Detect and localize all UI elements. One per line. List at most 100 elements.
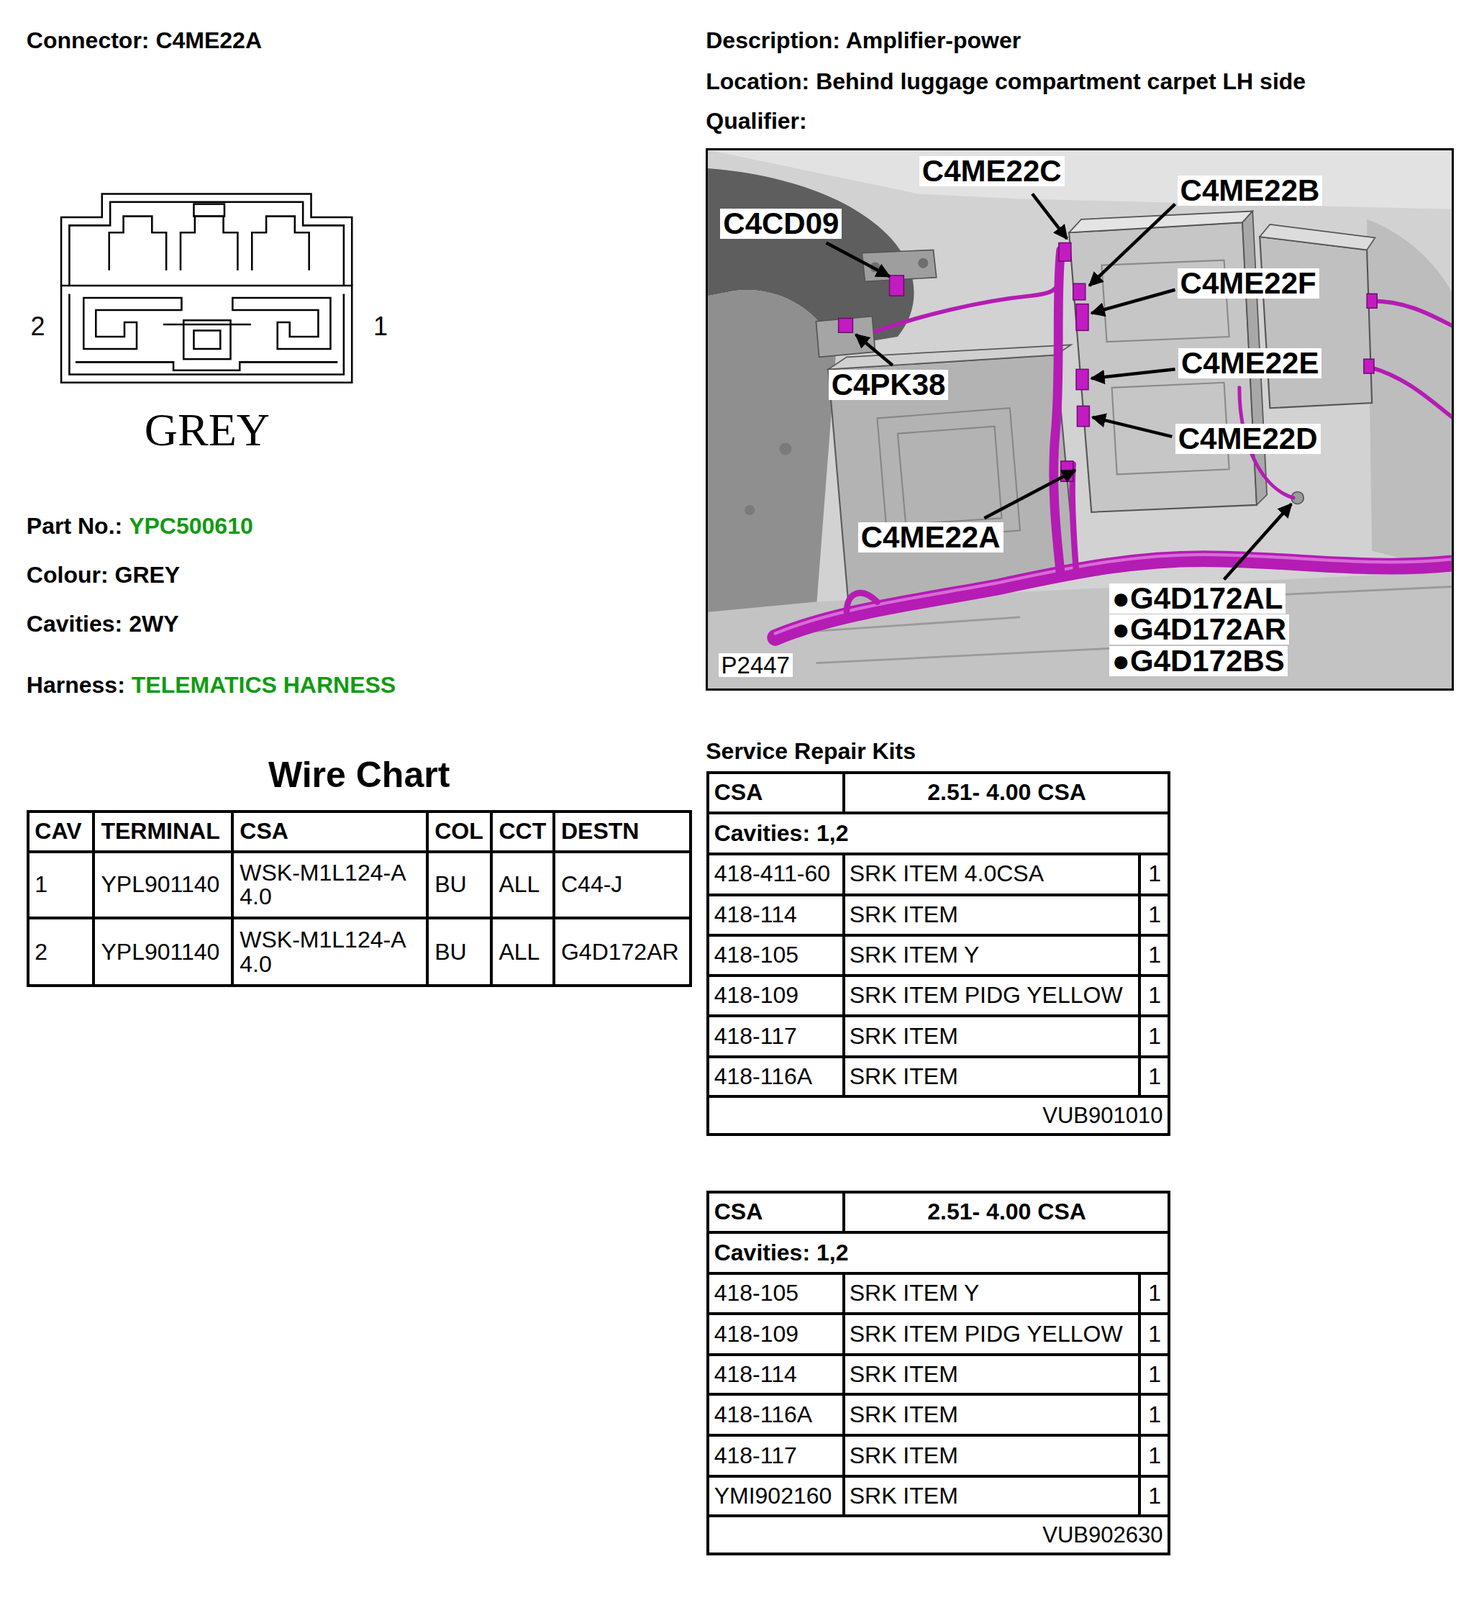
- table-cell: 1: [1139, 935, 1171, 975]
- table-cell-text: BU: [434, 872, 467, 898]
- table-cell-text: 418-117: [714, 1024, 798, 1049]
- leader-arrow: [826, 242, 890, 277]
- table-cell: WSK-M1L124-A 4.0: [232, 851, 428, 918]
- table-cell: CAV: [27, 810, 94, 852]
- leader-arrow: [1089, 204, 1175, 286]
- leader-arrow: [1092, 417, 1173, 437]
- table-cell-text: 1: [34, 872, 48, 898]
- table-cell: SRK ITEM: [843, 1476, 1140, 1516]
- table-cell-text: SRK ITEM: [849, 902, 959, 928]
- callout-label: C4ME22A: [858, 522, 1004, 553]
- table-cell-text: SRK ITEM PIDG YELLOW: [849, 983, 1123, 1008]
- connector-face-drawing: [69, 293, 344, 375]
- location-photo: [815, 316, 875, 358]
- table-cell: COL: [427, 810, 492, 852]
- table-cell: 418-114: [707, 894, 844, 936]
- connector-body: [1058, 242, 1072, 262]
- table-cell-text: 1: [1148, 983, 1162, 1008]
- pin-number: 2: [30, 312, 46, 341]
- table-cell-text: SRK ITEM Y: [849, 1281, 980, 1306]
- callout-label: C4ME22D: [1175, 423, 1321, 454]
- table-cell-text: 418-109: [714, 1322, 799, 1347]
- table-cell: SRK ITEM: [843, 1056, 1140, 1097]
- table-cell: 418-117: [707, 1015, 844, 1057]
- field-text: Colour: GREY: [26, 562, 180, 588]
- table-cell: 418-109: [707, 1313, 844, 1355]
- table-cell: SRK ITEM PIDG YELLOW: [843, 975, 1140, 1017]
- table-cell-text: 2.51- 4.00 CSA: [927, 780, 1087, 805]
- leader-arrow: [826, 193, 1292, 580]
- table-cell: 1: [1139, 1354, 1171, 1395]
- table-cell: G4D172AR: [553, 917, 692, 987]
- location-photo: [707, 289, 837, 653]
- leader-arrow: [1091, 289, 1175, 314]
- connector-body: [1076, 405, 1090, 426]
- table-cell-text: YPL901140: [100, 872, 220, 898]
- table-cell: 1: [1139, 1476, 1171, 1516]
- field-text: Cavities: 2WY: [26, 611, 180, 637]
- connector-face-drawing: [251, 216, 309, 271]
- table-cell-text: 1: [1148, 1281, 1162, 1306]
- location-photo: [779, 442, 792, 455]
- table-cell: CCT: [491, 810, 554, 852]
- table-cell-text: 418-117: [714, 1443, 798, 1469]
- table-cell-text: ALL: [498, 872, 540, 898]
- table-cell: VUB902630: [707, 1515, 1171, 1555]
- callout-label: C4ME22C: [919, 156, 1065, 187]
- table-cell-text: 1: [1148, 943, 1162, 968]
- table-cell-text: 418-105: [714, 1281, 799, 1306]
- table-cell: SRK ITEM PIDG YELLOW: [843, 1313, 1140, 1355]
- callout-label: C4ME22E: [1178, 348, 1322, 379]
- callout-label: C4PK38: [828, 369, 949, 400]
- table-cell-text: 1: [1148, 1064, 1162, 1090]
- table-cell: 418-105: [707, 935, 844, 975]
- table-cell-text: 418-105: [714, 943, 799, 968]
- connector-body: [889, 275, 904, 296]
- photo-frame: C4ME22CC4ME22BC4CD09C4ME22FC4PK38C4ME22E…: [705, 148, 1454, 691]
- table-cell: CSA: [232, 810, 428, 852]
- wiring-harness: [1371, 300, 1452, 326]
- table-cell-text: 1: [1148, 1443, 1162, 1469]
- table-cell-text: 418-109: [714, 983, 799, 1008]
- connector-face-drawing: [61, 285, 352, 383]
- table-cell: ALL: [491, 917, 554, 987]
- leader-arrow: [1032, 193, 1067, 239]
- table-cell: SRK ITEM Y: [843, 1273, 1140, 1315]
- table-cell-text: Cavities: 1,2: [714, 821, 849, 846]
- table-cell-text: 2.51- 4.00 CSA: [927, 1199, 1087, 1225]
- table-cell-text: SRK ITEM: [849, 1362, 959, 1387]
- wiring-harness: [875, 275, 1062, 332]
- callout-label: C4CD09: [720, 208, 842, 239]
- table-cell-text: 1: [1148, 1322, 1162, 1347]
- description-text: Description: Amplifier-power: [705, 28, 1021, 54]
- section-title: Service Repair Kits: [705, 738, 916, 764]
- connector-heading: Connector: C4ME22A: [26, 28, 262, 54]
- table-cell-text: SRK ITEM: [849, 1402, 959, 1428]
- table-cell-text: TERMINAL: [100, 819, 220, 844]
- table-cell-text: SRK ITEM Y: [849, 943, 980, 968]
- connector-body: [838, 317, 854, 333]
- table-cell: DESTN: [553, 810, 692, 852]
- table-cell: YPL901140: [93, 917, 233, 987]
- location-photo: [917, 258, 928, 269]
- table-cell: SRK ITEM Y: [843, 935, 1140, 975]
- callout-label: ●G4D172BS: [1109, 645, 1288, 677]
- table-cell: SRK ITEM: [843, 894, 1140, 936]
- table-cell: SRK ITEM: [843, 1435, 1140, 1477]
- connector-face-drawing: [232, 297, 331, 349]
- wiring-harness: [846, 592, 878, 613]
- table-cell: 1: [27, 851, 94, 918]
- leader-arrow: [1224, 503, 1292, 580]
- table-cell-text: 418-116A: [714, 1064, 813, 1090]
- table-cell: 418-116A: [707, 1394, 844, 1436]
- connector-body: [1363, 358, 1374, 374]
- connector-face-drawing: [69, 202, 344, 286]
- wiring-harness: [1053, 249, 1062, 577]
- table-cell: TERMINAL: [93, 810, 233, 852]
- table-cell: 418-109: [707, 975, 844, 1017]
- qualifier-text: Qualifier:: [705, 108, 807, 134]
- table-cell: 1: [1139, 1015, 1171, 1057]
- table-cell-text: WSK-M1L124-A 4.0: [239, 861, 421, 910]
- pin-number: 1: [373, 312, 388, 341]
- table-cell-text: CSA: [714, 780, 764, 805]
